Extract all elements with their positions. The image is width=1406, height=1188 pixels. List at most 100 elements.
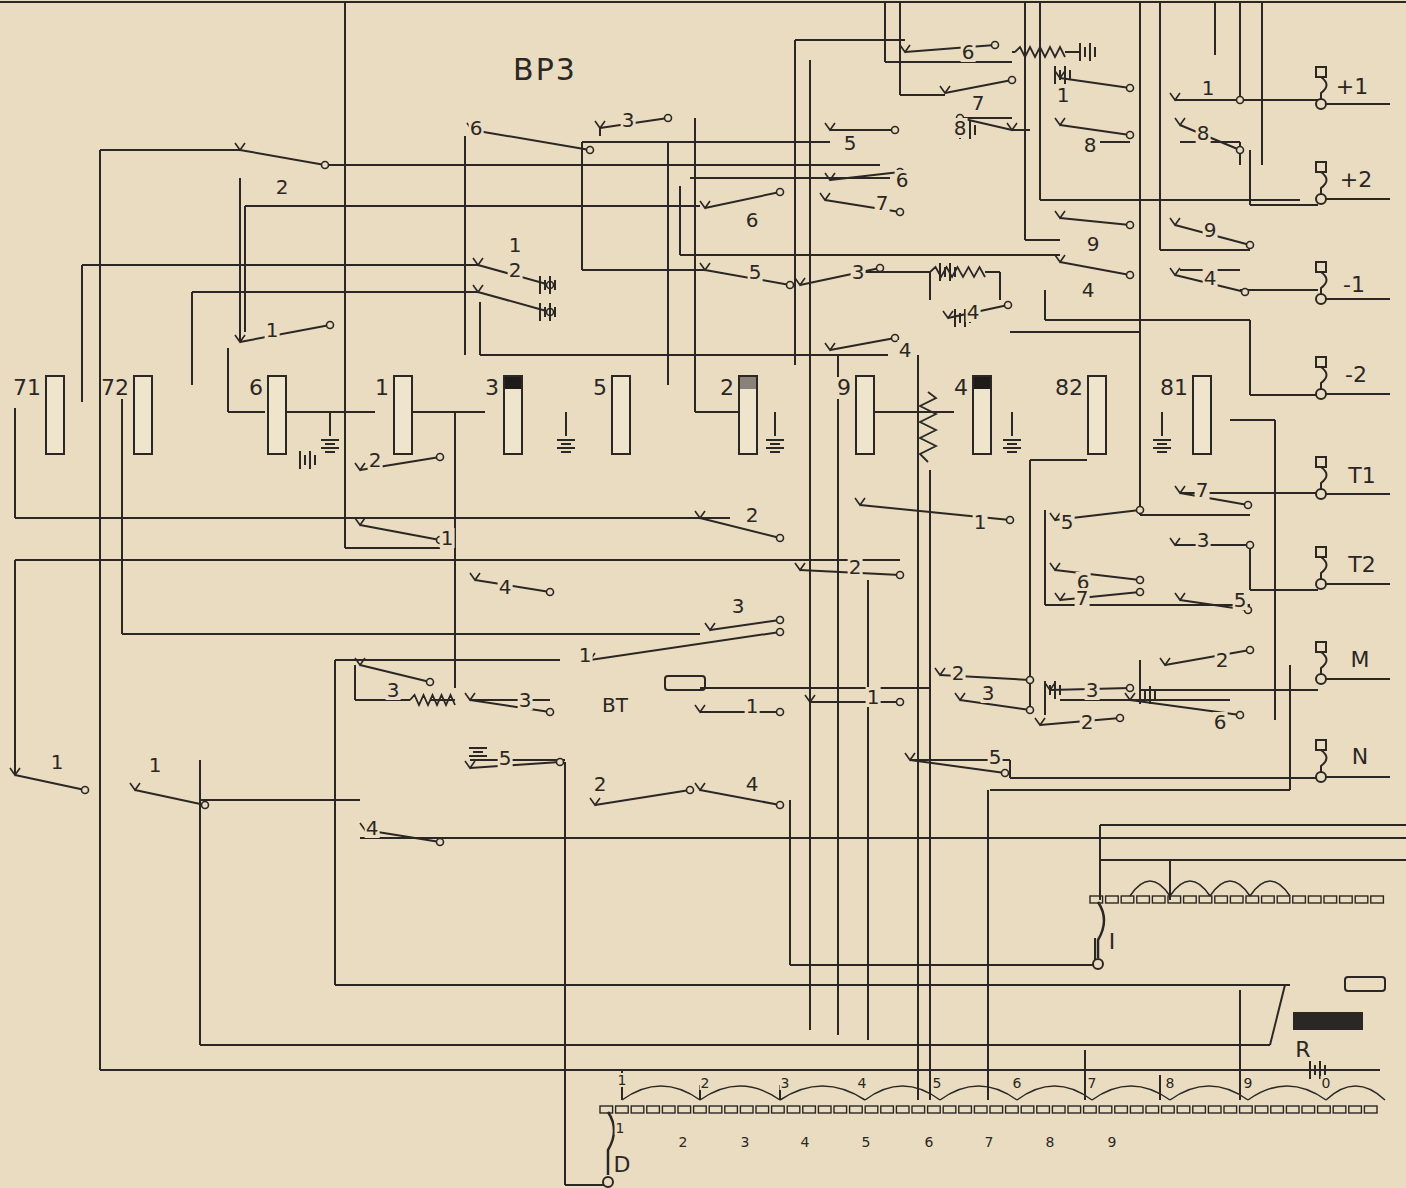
- relay-contact: [1175, 99, 1240, 101]
- wire: [14, 408, 16, 518]
- wire: [1040, 199, 1300, 201]
- battery-symbol: [1157, 443, 1167, 445]
- contact-pivot: [777, 629, 784, 636]
- contact-point: [1175, 486, 1185, 493]
- contact-point: [1175, 593, 1185, 600]
- callout-number: +1: [1335, 76, 1369, 98]
- contact-point: [940, 86, 950, 93]
- wire: [837, 355, 839, 1035]
- jack-sleeve: [1316, 489, 1326, 499]
- jack: [1321, 750, 1327, 772]
- wire: [360, 837, 1406, 839]
- bank-contact: [1371, 896, 1384, 903]
- wire: [999, 272, 1001, 300]
- wire: [867, 580, 869, 1040]
- wire: [809, 60, 811, 1030]
- contact-pivot: [1007, 517, 1014, 524]
- coil-body: [972, 375, 992, 455]
- relay-contact: [960, 118, 1012, 130]
- contact-point: [1055, 255, 1065, 262]
- bank-contact: [850, 1106, 863, 1113]
- wire: [192, 291, 478, 293]
- callout-number: 5: [861, 1135, 872, 1149]
- callout-number: 9: [1086, 234, 1101, 254]
- contact-point: [1175, 118, 1185, 125]
- wire: [122, 633, 700, 635]
- callout-number: 3: [740, 1135, 751, 1149]
- wire: [1249, 545, 1251, 590]
- coil-body: [1192, 375, 1212, 455]
- relay-contact: [240, 325, 330, 342]
- battery-symbol: [1054, 681, 1056, 699]
- bank-contact: [928, 1106, 941, 1113]
- wire: [565, 1184, 608, 1186]
- coil-body: [503, 375, 523, 455]
- wire: [1139, 2, 1141, 515]
- bank-contact: [1271, 1106, 1284, 1113]
- callout-number: M: [1350, 649, 1371, 671]
- contact-point: [805, 695, 815, 702]
- callout-number: 3: [386, 680, 401, 700]
- bank-contact: [1355, 896, 1368, 903]
- contact-pivot: [687, 787, 694, 794]
- bank-contact: [896, 1106, 909, 1113]
- callout-number: 2: [1080, 712, 1095, 732]
- jack-spring: [1316, 262, 1326, 272]
- wire: [81, 265, 83, 402]
- callout-number: 4: [898, 340, 913, 360]
- battery-symbol: [554, 307, 556, 317]
- wire: [987, 790, 989, 1100]
- relay-contact: [945, 80, 1012, 93]
- wire: [1270, 985, 1285, 1045]
- bank-contact: [662, 1106, 675, 1113]
- coil-marking: [974, 377, 990, 389]
- coil-body: [738, 375, 758, 455]
- wire: [0, 1, 1406, 3]
- contact-pivot: [992, 42, 999, 49]
- contact-pivot: [327, 322, 334, 329]
- bank-contact: [1240, 1106, 1253, 1113]
- contact-point: [1050, 513, 1060, 520]
- battery-symbol: [549, 303, 551, 321]
- relay-contact: [1165, 650, 1250, 665]
- battery-symbol: [770, 451, 780, 453]
- relay-contact: [1175, 544, 1250, 546]
- wiper-hub: [1093, 959, 1103, 969]
- callout-number: 8: [1165, 1076, 1176, 1090]
- bank-contact: [1068, 1106, 1081, 1113]
- callout-number: N: [1351, 746, 1369, 768]
- wire: [121, 390, 123, 634]
- contact-point: [695, 511, 705, 518]
- bank-contact: [1277, 896, 1290, 903]
- contact-pivot: [892, 127, 899, 134]
- wire: [199, 770, 201, 800]
- contact-point: [700, 201, 710, 208]
- wire: [885, 61, 1012, 63]
- relay-coil: 82: [1055, 375, 1107, 455]
- bank-contact: [678, 1106, 691, 1113]
- resistor-symbol: [1015, 47, 1065, 57]
- bank-contact: [772, 1106, 785, 1113]
- wire: [480, 354, 888, 356]
- contact-pivot: [1127, 85, 1134, 92]
- bank-contact: [1215, 896, 1228, 903]
- contact-point: [1125, 693, 1135, 700]
- battery-symbol: [974, 125, 976, 135]
- bank-contact: [818, 1106, 831, 1113]
- callout-number: BT: [601, 695, 629, 715]
- wire: [355, 699, 410, 701]
- coil-number: 5: [593, 377, 607, 399]
- contact-pivot: [1002, 770, 1009, 777]
- bank-strap: [1017, 1086, 1092, 1100]
- contact-pivot: [1027, 677, 1034, 684]
- coil-connector: [413, 411, 485, 413]
- wire: [344, 2, 346, 548]
- jack-spring: [1316, 740, 1326, 750]
- coil-number: 1: [375, 377, 389, 399]
- jack-spring: [1316, 547, 1326, 557]
- wire: [1159, 2, 1161, 250]
- wire: [1140, 689, 1318, 691]
- contact-pivot: [777, 617, 784, 624]
